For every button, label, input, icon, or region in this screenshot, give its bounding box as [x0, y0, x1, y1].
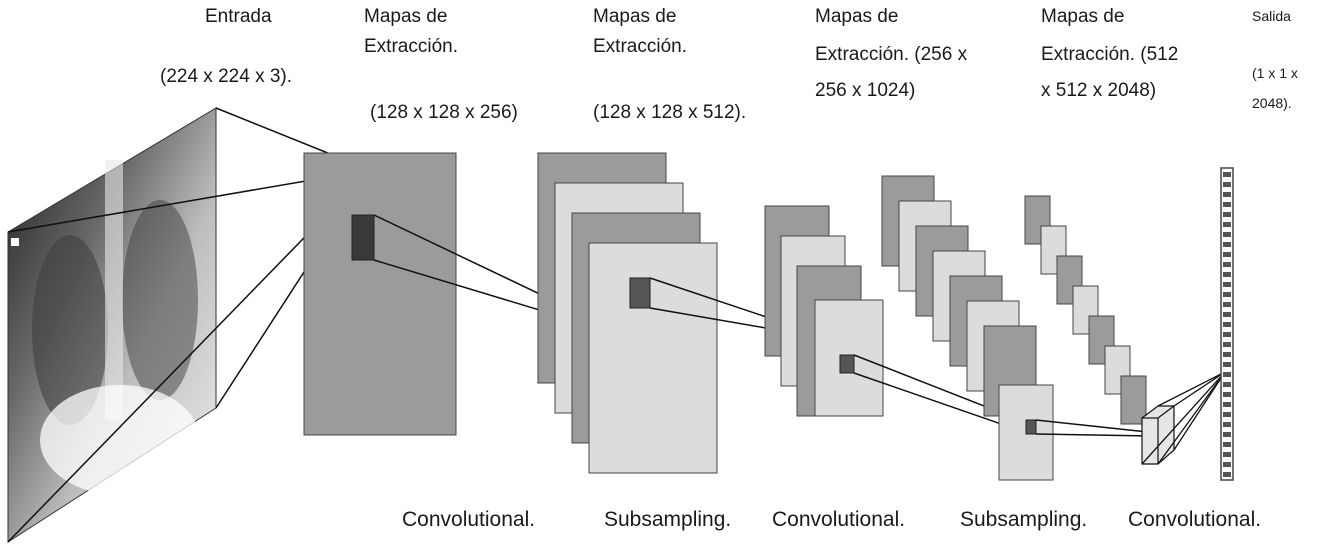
- stage-label-2: Subsampling.: [604, 508, 732, 531]
- output-vector-cell: [1223, 462, 1231, 467]
- map1-dims: (128 x 128 x 256): [370, 102, 518, 123]
- map2-dims: (128 x 128 x 512).: [593, 102, 747, 123]
- output-vector-cell: [1223, 292, 1231, 297]
- feature-map-layer-1: [303, 152, 457, 436]
- map3-title-line1: Mapas de: [815, 6, 899, 27]
- stage-label-3: Convolutional.: [772, 508, 906, 531]
- feature-map-layer-5: [1024, 195, 1147, 425]
- output-vector-cell: [1223, 382, 1231, 387]
- feature-map-layer-4: [881, 175, 1054, 481]
- output-vector-cell: [1223, 352, 1231, 357]
- output-vector-cell: [1223, 242, 1231, 247]
- output-vector-cell: [1223, 282, 1231, 287]
- output-vector-cell: [1223, 452, 1231, 457]
- input-dims: (224 x 224 x 3).: [160, 66, 293, 87]
- stage-label-1: Convolutional.: [402, 508, 536, 531]
- output-vector-cell: [1223, 372, 1231, 377]
- map3-title-line3: 256 x 1024): [815, 80, 916, 101]
- stage-label-4: Subsampling.: [960, 508, 1088, 531]
- output-vector-cell: [1223, 402, 1231, 407]
- output-vector-cell: [1223, 172, 1231, 177]
- output-vector-cell: [1223, 202, 1231, 207]
- final-feature-block: [1141, 405, 1175, 465]
- output-vector-cell: [1223, 192, 1231, 197]
- input-xray-image: [7, 107, 217, 543]
- output-vector-cell: [1223, 222, 1231, 227]
- output-vector-cell: [1223, 442, 1231, 447]
- output-vector-cell: [1223, 362, 1231, 367]
- output-vector: [1220, 167, 1234, 481]
- connection-4-5: [1035, 419, 1149, 437]
- output-vector-cell: [1223, 312, 1231, 317]
- map4-title-line3: x 512 x 2048): [1041, 80, 1157, 101]
- output-vector-cell: [1223, 272, 1231, 277]
- output-vector-cell: [1223, 422, 1231, 427]
- map4-title-line2: Extracción. (512: [1041, 44, 1179, 65]
- stage-label-5: Convolutional.: [1128, 508, 1262, 531]
- output-vector-cell: [1223, 412, 1231, 417]
- feature-map-layer-2: [537, 152, 718, 474]
- map2-title-line1: Mapas de: [593, 6, 677, 27]
- map2-title-line2: Extracción.: [593, 36, 687, 57]
- output-dims-line1: (1 x 1 x: [1252, 65, 1298, 81]
- output-vector-cell: [1223, 232, 1231, 237]
- map4-title-line1: Mapas de: [1041, 6, 1125, 27]
- output-vector-cell: [1223, 212, 1231, 217]
- output-vector-cell: [1223, 332, 1231, 337]
- output-vector-cell: [1223, 252, 1231, 257]
- map1-title-line1: Mapas de: [364, 6, 448, 27]
- output-dims-line2: 2048).: [1252, 95, 1292, 111]
- output-vector-cell: [1223, 392, 1231, 397]
- output-title: Salida: [1252, 8, 1291, 24]
- map3-title-line2: Extracción. (256 x: [815, 44, 968, 65]
- feature-map-layer-3: [764, 205, 884, 417]
- map1-title-line2: Extracción.: [364, 36, 458, 57]
- output-vector-cell: [1223, 432, 1231, 437]
- output-vector-cell: [1223, 302, 1231, 307]
- output-vector-cell: [1223, 472, 1231, 477]
- output-vector-cell: [1223, 182, 1231, 187]
- input-title: Entrada: [205, 6, 272, 27]
- output-fan-lines: [1141, 371, 1226, 465]
- output-vector-cell: [1223, 342, 1231, 347]
- output-vector-cell: [1223, 262, 1231, 267]
- output-vector-cell: [1223, 322, 1231, 327]
